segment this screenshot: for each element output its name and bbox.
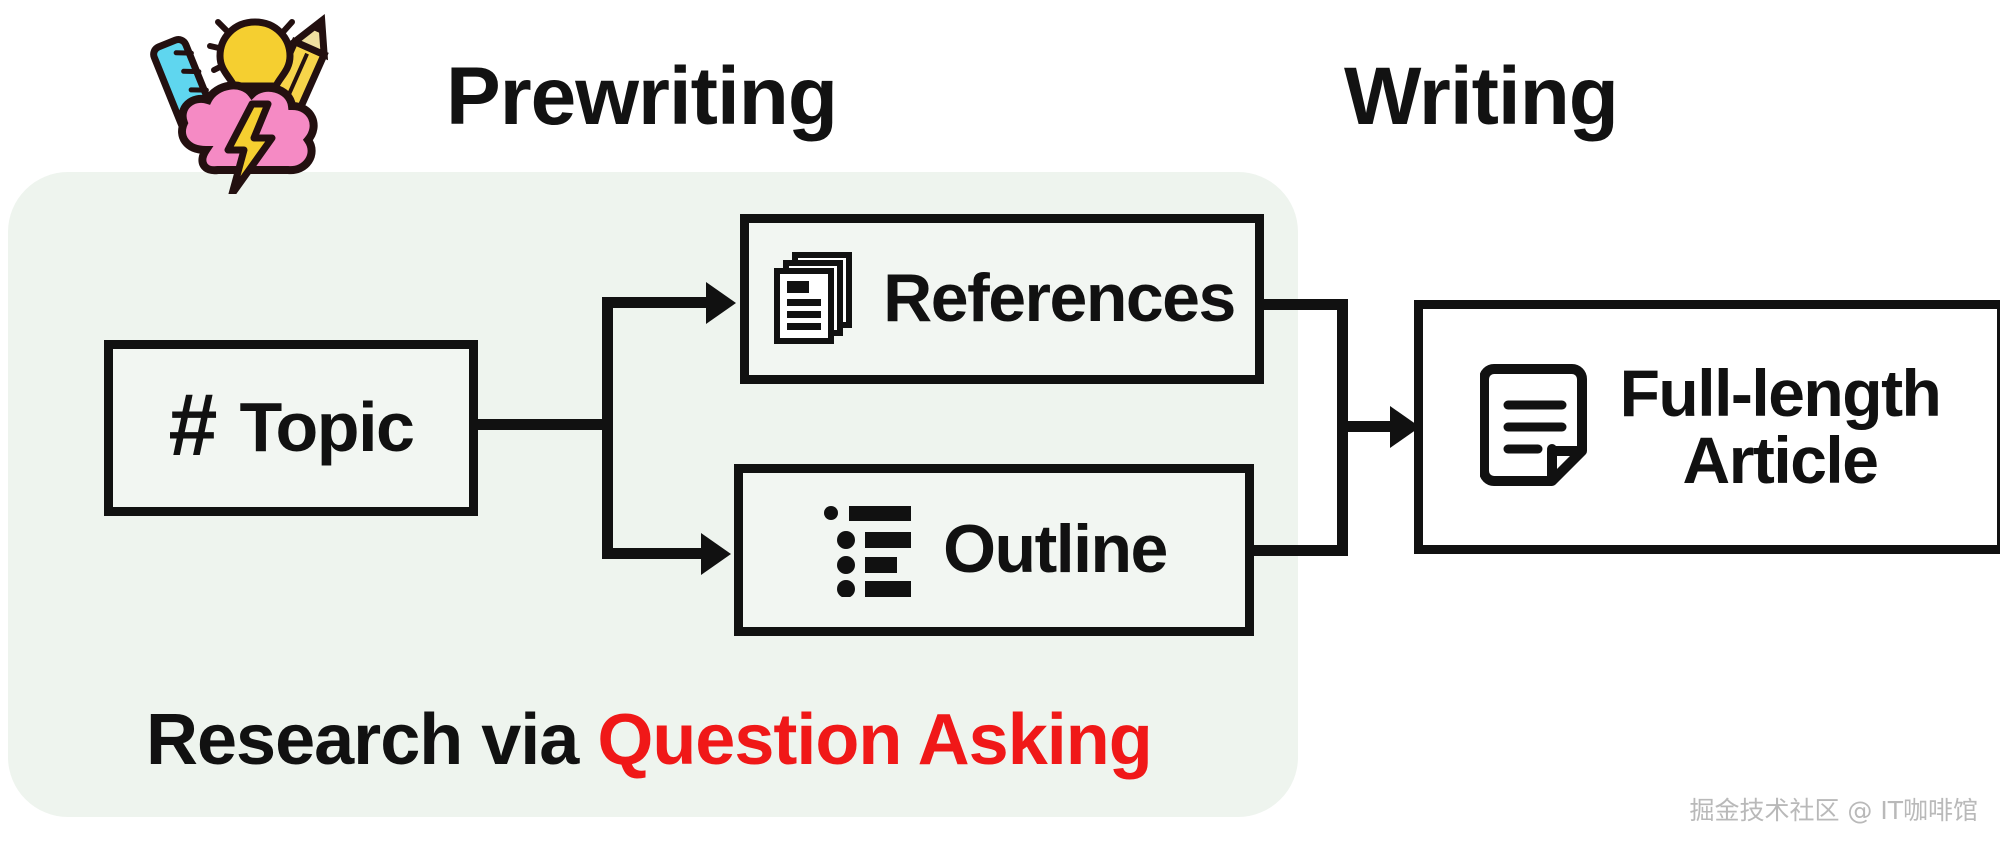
node-outline[interactable]: Outline [734, 464, 1254, 636]
research-caption-accent: Question Asking [597, 700, 1152, 780]
research-caption: Research via Question Asking [146, 704, 1153, 776]
phase-title-writing: Writing [1344, 51, 1619, 142]
watermark-text: 掘金技术社区 @ IT咖啡馆 [1689, 796, 1978, 825]
phase-title-prewriting: Prewriting [446, 51, 838, 142]
node-article[interactable]: Full-length Article [1414, 300, 2000, 554]
node-topic-label: Topic [239, 388, 414, 467]
arrow-head-references [706, 282, 736, 324]
edge-outline-merge [1252, 545, 1348, 556]
edge-topic-references [602, 297, 712, 308]
bullet-list-icon [821, 499, 921, 602]
hash-icon: # [168, 375, 218, 474]
node-article-label: Full-length Article [1619, 355, 1942, 497]
edge-references-merge [1262, 299, 1348, 310]
document-page-icon [1478, 357, 1598, 498]
documents-stack-icon [769, 249, 861, 350]
node-topic[interactable]: # Topic [104, 340, 478, 516]
edge-topic-outline [602, 548, 707, 559]
node-outline-label: Outline [943, 511, 1168, 588]
edge-topic-stub [478, 419, 613, 430]
brainstorm-icon [140, 4, 350, 198]
edge-split-bus [602, 297, 613, 559]
research-caption-dark: Research via [146, 700, 598, 780]
arrow-head-outline [701, 533, 731, 575]
edge-merge-article [1337, 421, 1399, 432]
node-references[interactable]: References [740, 214, 1264, 384]
node-references-label: References [883, 260, 1236, 337]
